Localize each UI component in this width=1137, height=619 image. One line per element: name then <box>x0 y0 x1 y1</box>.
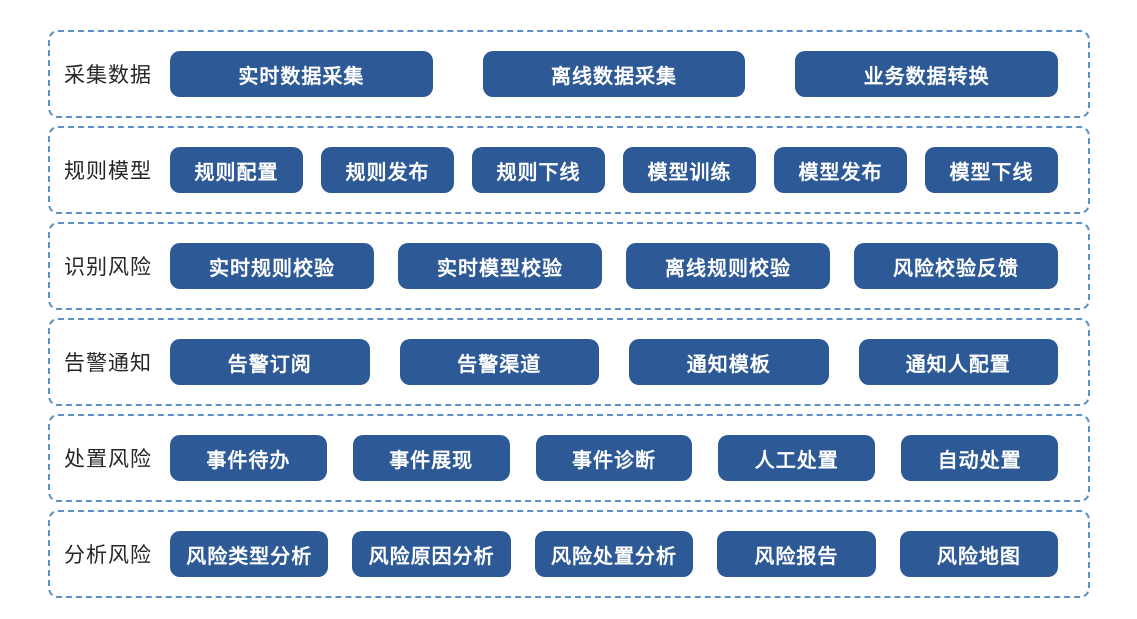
stage-item-block: 模型训练 <box>623 147 756 193</box>
stage-item-block: 风险报告 <box>717 531 876 577</box>
stage-label: 识别风险 <box>64 256 152 279</box>
stage-item-block: 离线数据采集 <box>482 51 746 97</box>
stage-item-block: 实时模型校验 <box>398 243 602 289</box>
stage-buttons-group: 事件待办 事件展现 事件诊断 人工处置 自动处置 <box>170 435 1058 481</box>
stage-buttons-group: 实时规则校验 实时模型校验 离线规则校验 风险校验反馈 <box>170 243 1058 289</box>
stage-item-block: 事件诊断 <box>535 435 693 481</box>
stage-buttons-group: 告警订阅 告警渠道 通知模板 通知人配置 <box>170 339 1058 385</box>
stage-item-block: 事件展现 <box>352 435 510 481</box>
stage-row: 分析风险 风险类型分析 风险原因分析 风险处置分析 风险报告 风险地图 <box>48 510 1090 598</box>
stage-row: 规则模型 规则配置 规则发布 规则下线 模型训练 模型发布 模型下线 <box>48 126 1090 214</box>
stage-label: 分析风险 <box>64 544 152 567</box>
stage-item-block: 人工处置 <box>718 435 876 481</box>
stage-row: 采集数据 实时数据采集 离线数据采集 业务数据转换 <box>48 30 1090 118</box>
stage-item-block: 模型下线 <box>925 147 1058 193</box>
stage-item-block: 实时数据采集 <box>170 51 433 97</box>
stage-item-block: 事件待办 <box>170 435 327 481</box>
stage-label: 告警通知 <box>64 352 152 375</box>
stage-item-block: 通知人配置 <box>858 339 1058 385</box>
stage-row: 处置风险 事件待办 事件展现 事件诊断 人工处置 自动处置 <box>48 414 1090 502</box>
stage-row: 识别风险 实时规则校验 实时模型校验 离线规则校验 风险校验反馈 <box>48 222 1090 310</box>
stage-buttons-group: 规则配置 规则发布 规则下线 模型训练 模型发布 模型下线 <box>170 147 1058 193</box>
pipeline-diagram: 采集数据 实时数据采集 离线数据采集 业务数据转换 规则模型 规则配置 规则发布… <box>48 30 1090 598</box>
stage-item-block: 风险原因分析 <box>352 531 511 577</box>
stage-buttons-group: 实时数据采集 离线数据采集 业务数据转换 <box>170 51 1059 97</box>
stage-buttons-group: 风险类型分析 风险原因分析 风险处置分析 风险报告 风险地图 <box>170 531 1059 577</box>
stage-item-block: 风险校验反馈 <box>854 243 1058 289</box>
stage-item-block: 规则发布 <box>321 147 454 193</box>
stage-item-block: 规则下线 <box>472 147 605 193</box>
stage-item-block: 规则配置 <box>170 147 303 193</box>
stage-item-block: 告警订阅 <box>170 339 370 385</box>
stage-label: 处置风险 <box>64 448 152 471</box>
stage-item-block: 通知模板 <box>629 339 829 385</box>
stage-item-block: 自动处置 <box>901 435 1058 481</box>
stage-label: 采集数据 <box>64 64 152 87</box>
stage-item-block: 告警渠道 <box>399 339 599 385</box>
stage-item-block: 风险处置分析 <box>534 531 694 577</box>
stage-label: 规则模型 <box>64 160 152 183</box>
stage-item-block: 模型发布 <box>774 147 907 193</box>
stage-item-block: 风险类型分析 <box>170 531 329 577</box>
stage-item-block: 风险地图 <box>899 531 1059 577</box>
stage-row: 告警通知 告警订阅 告警渠道 通知模板 通知人配置 <box>48 318 1090 406</box>
stage-item-block: 离线规则校验 <box>626 243 830 289</box>
stage-item-block: 业务数据转换 <box>795 51 1059 97</box>
stage-item-block: 实时规则校验 <box>170 243 374 289</box>
